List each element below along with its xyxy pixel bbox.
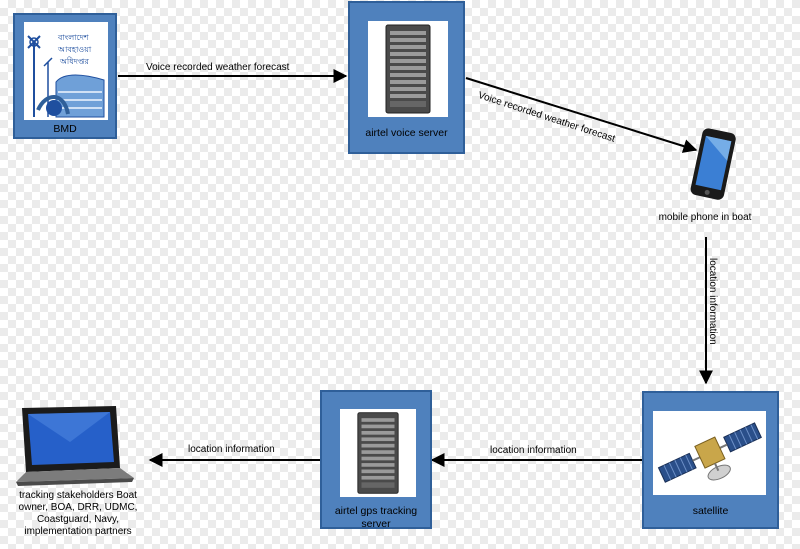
laptop-icon — [16, 406, 134, 486]
server-tower-icon — [357, 412, 399, 494]
mobile-phone-image — [680, 128, 746, 202]
gps-server-node: airtel gps tracking server — [320, 390, 432, 530]
laptop-image — [8, 402, 138, 486]
edge-label-gps-stakeholders: location information — [188, 444, 275, 455]
svg-text:অধিদপ্তর: অধিদপ্তর — [59, 57, 89, 66]
bmd-logo: বাংলাদেশ আবহাওয়া অধিদপ্তর — [24, 22, 108, 120]
voice-server-image — [368, 21, 448, 117]
bmd-label: BMD — [53, 123, 77, 135]
satellite-image — [653, 411, 766, 495]
edge-label-bmd-voice: Voice recorded weather forecast — [146, 62, 290, 73]
server-tower-icon — [385, 24, 431, 114]
edge-label-mobile-satellite: location information — [707, 258, 718, 345]
edge-label-satellite-gps: location information — [490, 445, 577, 456]
satellite-label: satellite — [692, 505, 729, 517]
arrow-voice-server-to-mobile — [465, 77, 698, 153]
gps-server-label: airtel gps tracking server — [334, 505, 418, 530]
svg-text:আবহাওয়া: আবহাওয়া — [57, 45, 92, 54]
voice-server-label: airtel voice server — [365, 127, 448, 139]
voice-server-node: airtel voice server — [348, 1, 465, 154]
satellite-node: satellite — [642, 391, 779, 529]
mobile-phone-label: mobile phone in boat — [658, 212, 752, 223]
stakeholders-label: tracking stakeholders Boat owner, BOA, D… — [18, 490, 138, 537]
bmd-node: বাংলাদেশ আবহাওয়া অধিদপ্তর BMD — [13, 13, 117, 139]
svg-text:বাংলাদেশ: বাংলাদেশ — [57, 33, 89, 42]
weather-station-logo-icon: বাংলাদেশ আবহাওয়া অধিদপ্তর — [24, 22, 108, 120]
mobile-phone-icon — [690, 128, 736, 200]
gps-server-image — [340, 409, 416, 497]
satellite-icon — [657, 422, 762, 483]
